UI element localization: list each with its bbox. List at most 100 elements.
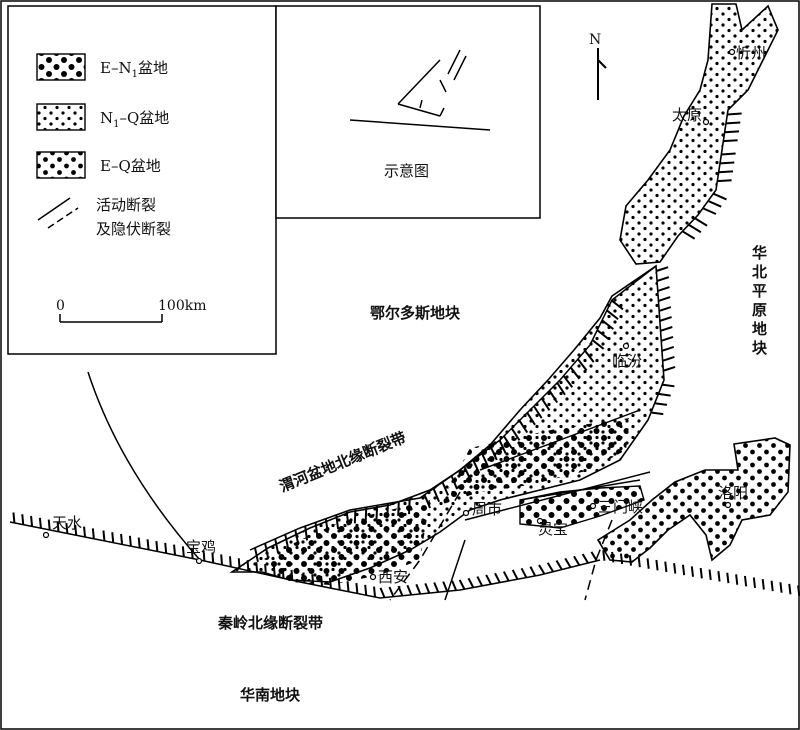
- inset-caption: 示意图: [384, 162, 429, 180]
- marker-xinzhou: [728, 48, 736, 56]
- hachure-tick: [650, 411, 664, 416]
- hachure-tick: [520, 567, 528, 579]
- hachure-tick: [246, 560, 250, 571]
- hachure-tick: [272, 565, 276, 577]
- hachure-tick: [502, 571, 510, 582]
- hachure-tick: [726, 572, 730, 584]
- hachure-tick: [164, 542, 168, 554]
- hachure-tick: [47, 519, 51, 531]
- hachure-tick: [264, 564, 267, 575]
- city-tianshui: 天水: [52, 514, 82, 532]
- hachure-tick: [128, 535, 132, 547]
- qinling-fault-label: 秦岭北缘断裂带: [217, 614, 323, 632]
- hachure-tick: [717, 179, 732, 183]
- hachure-tick: [503, 435, 513, 449]
- hachure-tick: [573, 555, 581, 566]
- hachure-tick: [424, 583, 431, 594]
- hachure-tick: [712, 192, 727, 201]
- city-baoji: 宝鸡: [186, 538, 216, 556]
- hachure-tick: [397, 501, 400, 516]
- hachure-tick: [137, 537, 141, 549]
- weihe-north-fault-line: [249, 265, 657, 551]
- hachure-tick: [364, 507, 368, 522]
- legend-label-2: N1–Q盆地: [100, 109, 169, 130]
- hachure-tick: [735, 574, 739, 585]
- qinling-fault-line: [9, 521, 601, 599]
- hachure-tick: [91, 528, 95, 539]
- hachure-tick: [304, 526, 309, 541]
- city-taiyuan: 太原: [672, 106, 702, 124]
- hachure-tick: [770, 580, 774, 592]
- hachure-tick: [264, 543, 269, 558]
- hachure-tick: [702, 207, 717, 215]
- city-xian: 西安: [378, 568, 408, 586]
- legend-swatch-mixed: [36, 151, 86, 179]
- hachure-tick: [181, 546, 185, 557]
- hachure-tick: [656, 266, 669, 272]
- hachure-tick: [489, 446, 498, 461]
- hachure-tick: [388, 586, 395, 598]
- hachure-tick: [423, 494, 431, 509]
- basin-weihe-west: [262, 500, 430, 585]
- hachure-tick: [83, 526, 87, 538]
- hachure-tick: [660, 336, 674, 342]
- hachure-tick: [228, 556, 232, 567]
- hachure-tick: [529, 566, 537, 577]
- basin-zhoushi: [440, 418, 630, 505]
- hachure-tick: [584, 350, 595, 363]
- marker-tianshui: [42, 531, 50, 539]
- hachure-tick: [337, 579, 341, 591]
- hachure-tick: [324, 518, 329, 534]
- hachure-tick: [581, 553, 589, 564]
- hachure-tick: [681, 564, 686, 576]
- city-sanmenxia: 三门峡: [598, 498, 643, 516]
- weihe-fault-label: 渭河盆地北缘断裂带: [277, 428, 409, 495]
- hachure-tick: [294, 529, 300, 545]
- hachure-tick: [345, 511, 350, 526]
- hachure-tick: [255, 562, 259, 573]
- hachure-tick: [556, 382, 566, 396]
- hachure-tick: [656, 276, 670, 282]
- hachure-tick: [619, 553, 624, 565]
- hachure-tick: [458, 579, 466, 590]
- hachure-tick: [12, 512, 16, 523]
- hachure-tick: [314, 522, 319, 537]
- city-zhoushi: 周市: [472, 500, 502, 518]
- hachure-tick: [779, 582, 783, 593]
- north-label: N: [589, 32, 601, 48]
- hachure-tick: [284, 534, 290, 549]
- hachure-tick: [111, 532, 115, 543]
- legend-label-1: E–N1盆地: [100, 59, 168, 80]
- hachure-tick: [707, 200, 722, 208]
- hachure-tick: [673, 563, 677, 574]
- hachure-tick: [719, 161, 735, 165]
- block-south-china: 华南地块: [240, 686, 301, 704]
- hachure-tick: [717, 571, 721, 582]
- hachure-tick: [274, 538, 280, 554]
- hachure-tick: [602, 550, 606, 561]
- legend-fault-label-2: 及隐伏断裂: [96, 220, 171, 238]
- hachure-tick: [718, 170, 734, 174]
- hachure-tick: [655, 559, 659, 571]
- hachure-tick: [752, 577, 757, 589]
- hachure-tick: [56, 521, 60, 532]
- fault-hachures: [12, 112, 800, 598]
- hachure-tick: [788, 583, 792, 595]
- hachure-tick: [564, 557, 572, 568]
- hachure-tick: [433, 582, 440, 593]
- hachure-tick: [662, 355, 675, 362]
- hachure-tick: [406, 584, 413, 596]
- hachure-tick: [548, 390, 559, 404]
- hachure-tick: [120, 533, 124, 545]
- hachure-tick: [485, 574, 492, 585]
- block-ordos: 鄂尔多斯地块: [370, 304, 461, 322]
- hachure-tick: [74, 524, 78, 536]
- hachure-tick: [606, 309, 619, 321]
- marker-baoji: [195, 557, 203, 565]
- hachure-tick: [397, 585, 404, 597]
- legend-box: [7, 5, 277, 355]
- hachure-tick: [611, 299, 624, 311]
- hachure-tick: [664, 561, 668, 573]
- hachure-tick: [681, 230, 696, 240]
